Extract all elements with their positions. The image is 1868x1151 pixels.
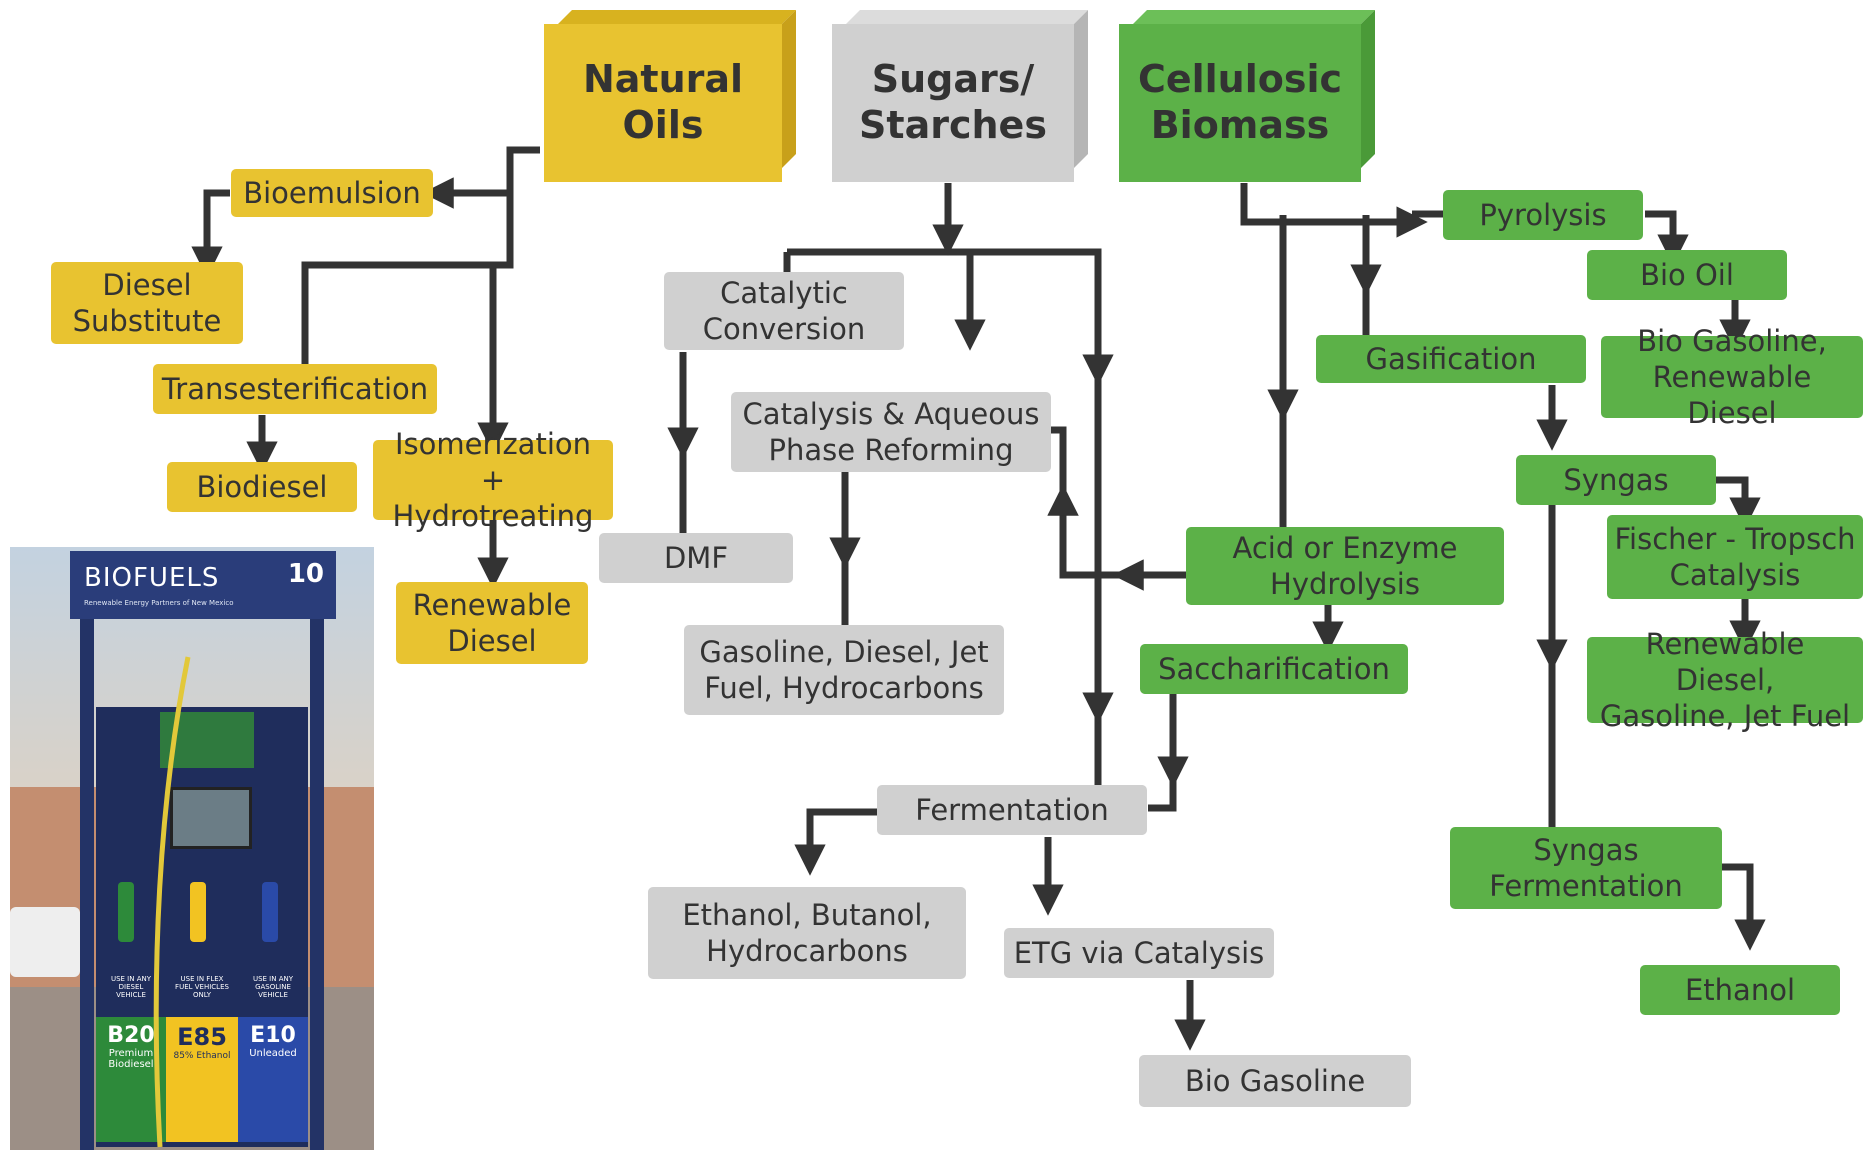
node-transesterification: Transesterification bbox=[153, 364, 437, 414]
line-sacch-ferm-2 bbox=[1148, 772, 1177, 812]
node-catalysis-aqueous: Catalysis & Aqueous Phase Reforming bbox=[731, 392, 1051, 472]
node-acid-enzyme-hydrolysis: Acid or Enzyme Hydrolysis bbox=[1186, 527, 1504, 605]
node-syngas-fermentation: Syngas Fermentation bbox=[1450, 827, 1722, 909]
pump-pole-left bbox=[80, 619, 94, 1150]
node-bioemulsion: Bioemulsion bbox=[231, 169, 433, 217]
pump-sign-number: 10 bbox=[287, 559, 324, 589]
source-cellulosic-biomass-label: Cellulosic Biomass bbox=[1119, 24, 1361, 182]
line-acid-aqueous-2 bbox=[1050, 426, 1067, 500]
pump-sign-sub: Renewable Energy Partners of New Mexico bbox=[84, 599, 234, 607]
node-catalytic-conversion: Catalytic Conversion bbox=[664, 272, 904, 350]
node-bio-gasoline-renewable: Bio Gasoline, Renewable Diesel bbox=[1601, 324, 1863, 430]
node-bio-oil: Bio Oil bbox=[1587, 250, 1787, 300]
node-gasoline-diesel-jet: Gasoline, Diesel, Jet Fuel, Hydrocarbons bbox=[684, 625, 1004, 715]
node-renewable-diesel-gasoline-jet: Renewable Diesel, Gasoline, Jet Fuel bbox=[1587, 627, 1863, 733]
pump-display bbox=[170, 787, 252, 849]
biofuels-pump-photo: BIOFUELS 10 Renewable Energy Partners of… bbox=[10, 547, 374, 1150]
pump-label-diesel: USE IN ANY DIESEL VEHICLE bbox=[110, 975, 152, 999]
pump-grade-b20-label: B20 bbox=[107, 1023, 155, 1048]
node-dmf: DMF bbox=[599, 533, 793, 583]
nozzle-green bbox=[118, 882, 134, 942]
pump-grade-e85-label: E85 bbox=[177, 1023, 227, 1051]
line-cell-bus bbox=[1240, 206, 1428, 238]
node-ethanol-butanol: Ethanol, Butanol, Hydrocarbons bbox=[648, 887, 966, 979]
nozzle-blue bbox=[262, 882, 278, 942]
pump-grade-e10: E10 Unleaded bbox=[238, 1017, 308, 1142]
pump-label-flex: USE IN FLEX FUEL VEHICLES ONLY bbox=[175, 975, 229, 999]
node-isomerization: Isomerization + Hydrotreating bbox=[373, 427, 613, 533]
node-diesel-substitute: Diesel Substitute bbox=[51, 262, 243, 344]
node-bio-gasoline: Bio Gasoline bbox=[1139, 1055, 1411, 1107]
node-fermentation: Fermentation bbox=[877, 785, 1147, 835]
pump-grade-e10-label: E10 bbox=[250, 1023, 296, 1048]
line-syngas-ft bbox=[1716, 476, 1761, 529]
node-etg-catalysis: ETG via Catalysis bbox=[1004, 928, 1274, 978]
line-bioemulsion-diesel-sub bbox=[191, 189, 230, 278]
node-syngas: Syngas bbox=[1516, 455, 1716, 505]
pump-pole-right bbox=[310, 619, 324, 1150]
line-ferm-ethanol bbox=[794, 808, 877, 876]
line-oils-trunk bbox=[301, 146, 540, 365]
line-pyrolysis-biooil bbox=[1645, 210, 1689, 266]
source-sugars-starches-label: Sugars/ Starches bbox=[832, 24, 1074, 182]
nozzle-yellow bbox=[190, 882, 206, 942]
pump-canopy: BIOFUELS 10 Renewable Energy Partners of… bbox=[70, 551, 336, 619]
node-renewable-diesel-oil: Renewable Diesel bbox=[396, 582, 588, 664]
line-acid-aqueous bbox=[1047, 484, 1186, 579]
node-gasification: Gasification bbox=[1316, 335, 1586, 383]
node-ethanol: Ethanol bbox=[1640, 965, 1840, 1015]
line-syngasferm-ethanol bbox=[1722, 863, 1766, 951]
pump-grade-e10-sub: Unleaded bbox=[249, 1048, 297, 1059]
pump-grade-e85: E85 85% Ethanol bbox=[166, 1017, 238, 1142]
node-pyrolysis: Pyrolysis bbox=[1443, 190, 1643, 240]
pump-grade-e85-sub: 85% Ethanol bbox=[173, 1051, 231, 1061]
node-saccharification: Saccharification bbox=[1140, 644, 1408, 694]
pump-label-gasoline: USE IN ANY GASOLINE VEHICLE bbox=[252, 975, 294, 999]
pump-grade-b20-sub: Premium Biodiesel bbox=[108, 1048, 154, 1070]
source-natural-oils-label: Natural Oils bbox=[544, 24, 782, 182]
yellow-hose bbox=[153, 656, 191, 1148]
source-natural-oils: Natural Oils bbox=[544, 10, 796, 182]
node-fischer-tropsch: Fischer - Tropsch Catalysis bbox=[1607, 515, 1863, 599]
node-biodiesel: Biodiesel bbox=[167, 462, 357, 512]
source-cellulosic-biomass: Cellulosic Biomass bbox=[1119, 10, 1375, 182]
truck bbox=[10, 907, 80, 977]
source-sugars-starches: Sugars/ Starches bbox=[832, 10, 1088, 182]
pump-sign-text: BIOFUELS bbox=[84, 563, 220, 593]
